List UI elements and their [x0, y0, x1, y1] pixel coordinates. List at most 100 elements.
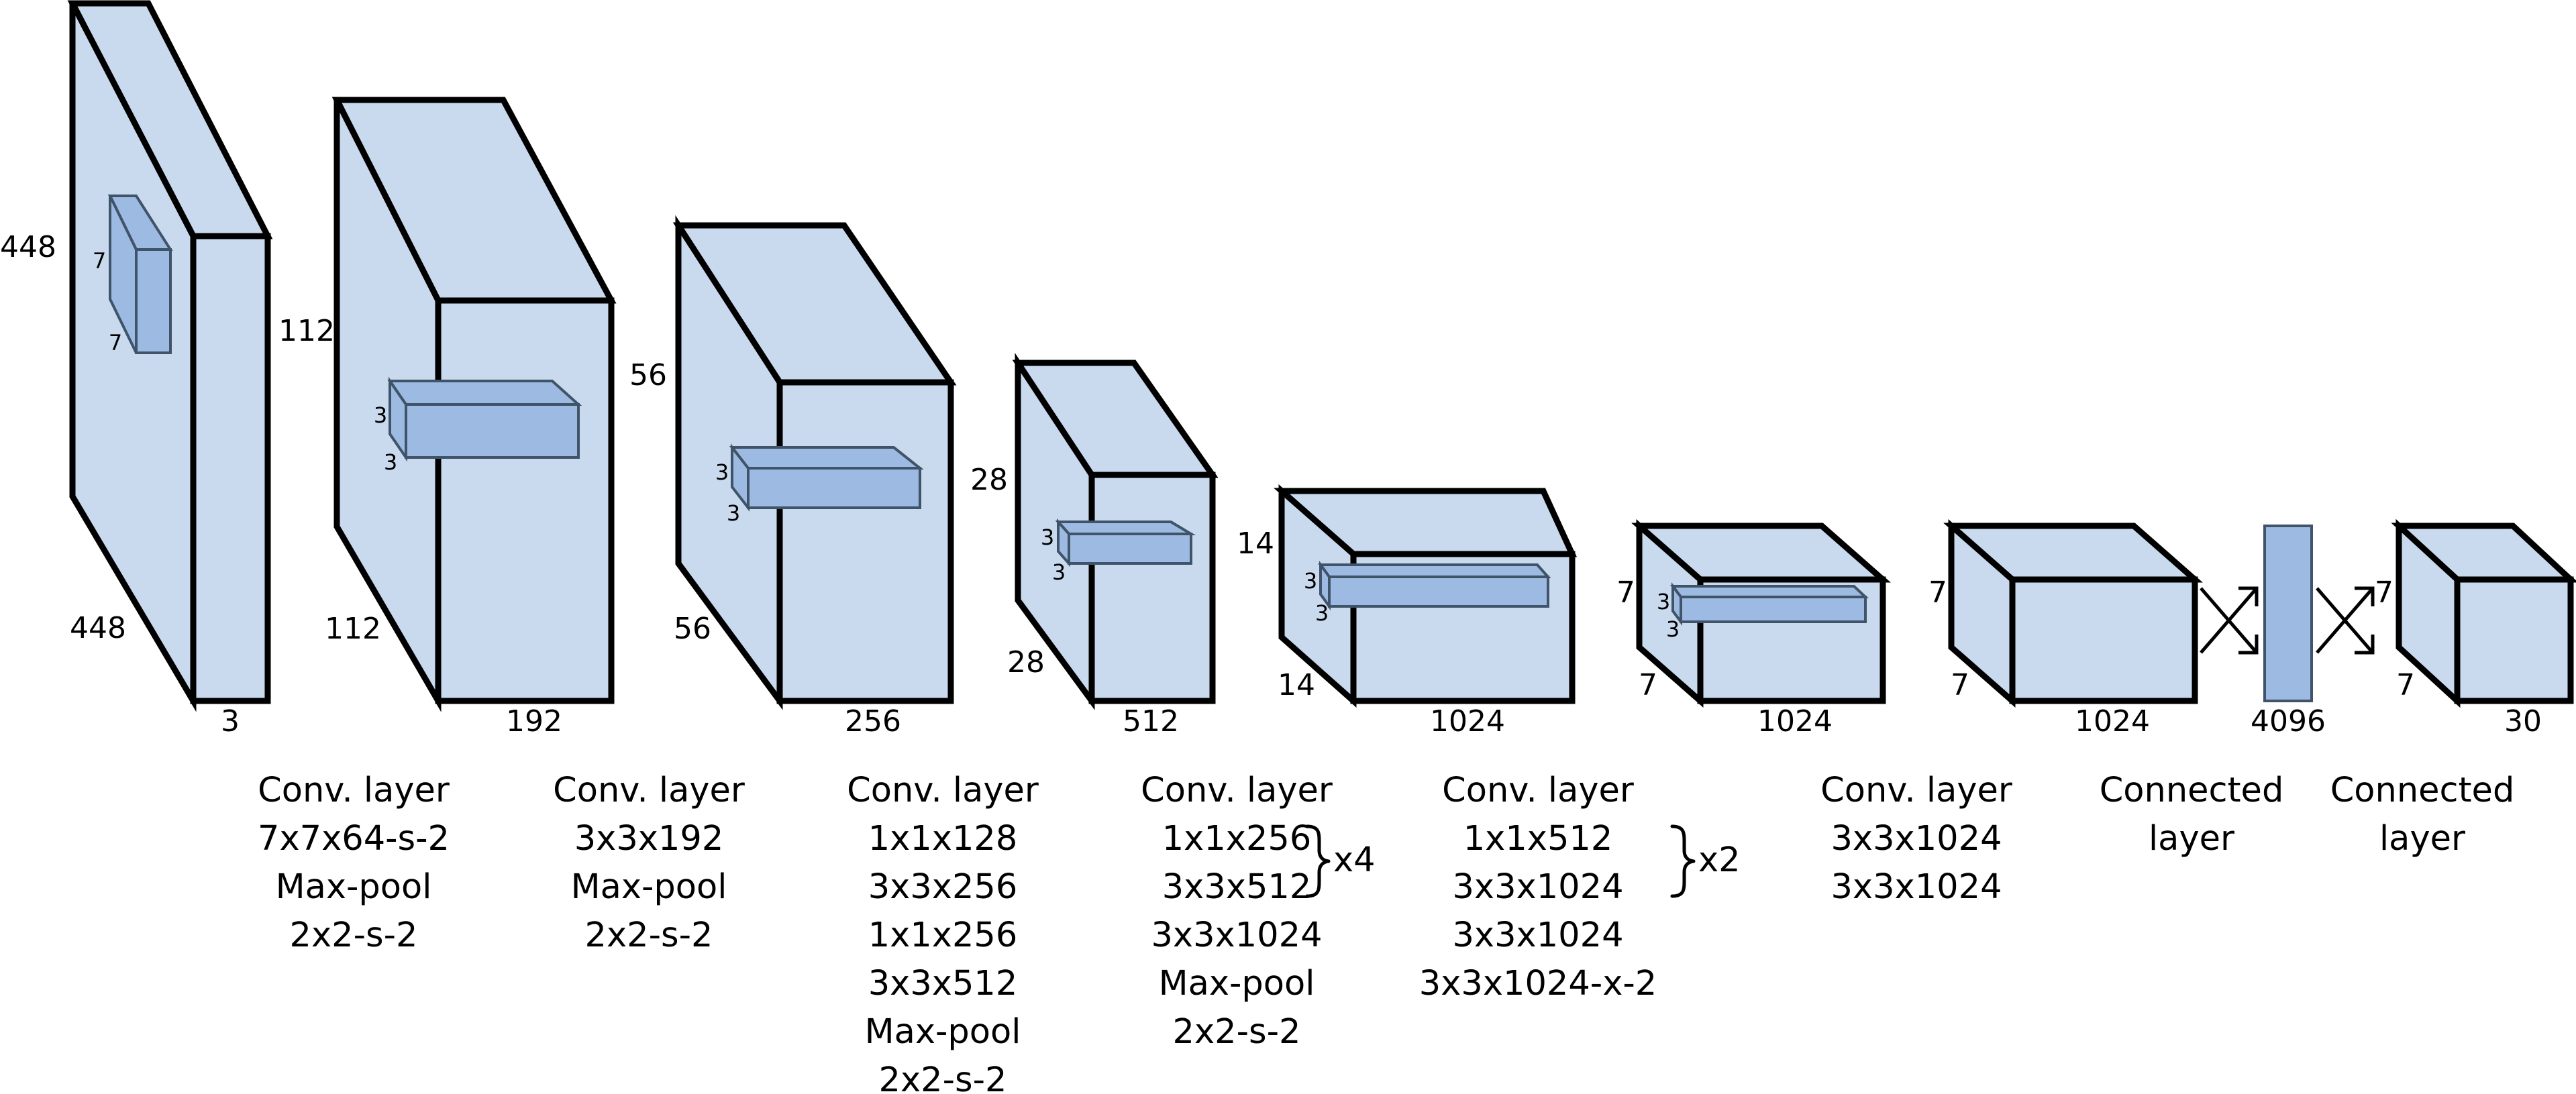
block-6-kernel-front	[1680, 596, 1867, 623]
block-1-height-label: 448	[0, 230, 56, 264]
caption-block-9: Connected layer	[2330, 771, 2515, 859]
caption-line: layer	[2379, 819, 2465, 859]
caption-line: Conv. layer	[1442, 771, 1634, 810]
caption-line: 3x3x1024	[1452, 916, 1623, 955]
block-2-kernel-dim-b: 3	[384, 449, 397, 475]
caption-line: Connected	[2330, 771, 2515, 810]
layer-block-3: 3 3 56 56 256	[629, 215, 957, 739]
caption-block-5: Conv. layer 1x1x512 3x3x1024 3x3x1024 3x…	[1419, 771, 1741, 1003]
layer-block-6: 3 3 7 7 1024	[1616, 519, 1891, 739]
block-2-kernel-front	[405, 403, 580, 459]
caption-block-7: Connected layer	[2100, 771, 2284, 859]
caption-line: 3x3x256	[868, 867, 1018, 907]
block-7-depth-label: 7	[1951, 668, 1969, 702]
caption-line: 3x3x192	[574, 819, 724, 859]
block-4-kernel-dim-b: 3	[1052, 559, 1066, 585]
connections-to-fc-4096	[2200, 586, 2259, 655]
output-block: 7 7 30	[2375, 518, 2576, 739]
repeat-count: x2	[1698, 840, 1741, 880]
connections-to-output	[2316, 586, 2375, 655]
block-3-channels-label: 256	[845, 704, 901, 739]
block-6-channels-label: 1024	[1757, 704, 1833, 739]
layer-block-2: 3 3 112 112 192	[278, 97, 617, 739]
block-6-kernel-top	[1670, 585, 1869, 598]
block-5-depth-label: 14	[1278, 668, 1315, 702]
block-1-kernel	[107, 195, 173, 354]
fc-4096-bar	[2263, 525, 2313, 702]
block-3-depth-label: 56	[674, 612, 711, 646]
caption-line: 2x2-s-2	[1173, 1012, 1301, 1052]
block-1-channels-label: 3	[221, 704, 240, 739]
block-6-height-label: 7	[1616, 576, 1635, 610]
caption-line: 3x3x1024	[1452, 867, 1623, 907]
layer-block-1: 7 7 448 448 3	[0, 0, 273, 739]
caption-line: 3x3x512	[1162, 867, 1312, 907]
repeat-count: x4	[1333, 840, 1376, 880]
caption-block-1: Conv. layer 7x7x64-s-2 Max-pool 2x2-s-2	[258, 771, 450, 955]
caption-line: 1x1x512	[1463, 819, 1613, 859]
connection-line	[2316, 587, 2374, 654]
block-6-kernel-dim-a: 3	[1657, 589, 1670, 614]
block-3-kernel-top	[729, 446, 924, 470]
block-2-kernel	[387, 376, 582, 462]
block-4-kernel-top	[1055, 521, 1196, 535]
caption-line: 2x2-s-2	[290, 916, 418, 955]
connection-line	[2200, 587, 2258, 654]
block-1-kernel-front	[135, 248, 172, 354]
fc-4096-size-label: 4096	[2251, 704, 2326, 739]
caption-line: 2x2-s-2	[879, 1060, 1007, 1094]
caption-line: 1x1x256	[868, 916, 1018, 955]
output-channels-label: 30	[2504, 704, 2542, 739]
caption-block-3: Conv. layer 1x1x128 3x3x256 1x1x256 3x3x…	[847, 771, 1039, 1094]
block-6-kernel	[1670, 582, 1869, 626]
block-7-channels-label: 1024	[2075, 704, 2150, 739]
fc-layer-4096: 4096	[2251, 525, 2326, 739]
repeat-brace	[1670, 824, 1696, 898]
arrowhead	[2238, 635, 2259, 655]
block-3-kernel-front	[747, 467, 921, 509]
caption-line: Max-pool	[865, 1012, 1021, 1052]
block-6-depth-label: 7	[1639, 668, 1657, 702]
arrowhead	[2238, 586, 2259, 606]
block-4-kernel-front	[1068, 533, 1192, 565]
block-5-height-label: 14	[1237, 527, 1274, 561]
caption-line: Conv. layer	[1141, 771, 1333, 810]
caption-line: 3x3x1024	[1831, 867, 2002, 907]
block-2-height-label: 112	[278, 314, 335, 348]
block-3-kernel-dim-a: 3	[715, 459, 729, 485]
layer-block-5: 3 3 14 14 1024	[1237, 484, 1578, 739]
caption-line: 1x1x128	[868, 819, 1018, 859]
block-4-front-face	[1088, 472, 1216, 704]
block-5-kernel-dim-b: 3	[1315, 600, 1329, 626]
block-4-height-label: 28	[970, 463, 1008, 497]
caption-line: 2x2-s-2	[585, 916, 713, 955]
caption-line: 3x3x512	[868, 964, 1018, 1003]
layer-block-4: 3 3 28 28 512	[970, 352, 1219, 739]
caption-line: 1x1x256	[1162, 819, 1312, 859]
block-4-kernel-dim-a: 3	[1041, 525, 1054, 550]
caption-line: Conv. layer	[847, 771, 1039, 810]
output-depth-label: 7	[2396, 668, 2415, 702]
block-3-kernel-dim-b: 3	[727, 500, 740, 526]
block-2-kernel-dim-a: 3	[374, 402, 387, 428]
block-7-front-face	[2009, 576, 2198, 704]
block-4-kernel	[1055, 518, 1196, 567]
block-1-kernel-dim-b: 7	[109, 330, 122, 355]
block-3-height-label: 56	[629, 358, 667, 392]
caption-line: Max-pool	[1159, 964, 1315, 1003]
output-front-face	[2454, 576, 2574, 704]
block-5-kernel	[1318, 560, 1551, 611]
block-5-kernel-top	[1318, 563, 1551, 578]
caption-line: 3x3x1024	[1151, 916, 1322, 955]
block-5-channels-label: 1024	[1430, 704, 1505, 739]
block-2-depth-label: 112	[325, 612, 381, 646]
caption-line: Conv. layer	[258, 771, 450, 810]
block-1-front-face	[190, 233, 271, 704]
block-1-depth-label: 448	[70, 611, 126, 645]
block-5-kernel-front	[1328, 576, 1549, 608]
block-4-channels-label: 512	[1123, 704, 1179, 739]
caption-block-4: Conv. layer 1x1x256 3x3x512 3x3x1024 Max…	[1141, 771, 1376, 1052]
caption-block-6: Conv. layer 3x3x1024 3x3x1024	[1820, 771, 2012, 907]
block-2-kernel-top	[387, 380, 582, 406]
